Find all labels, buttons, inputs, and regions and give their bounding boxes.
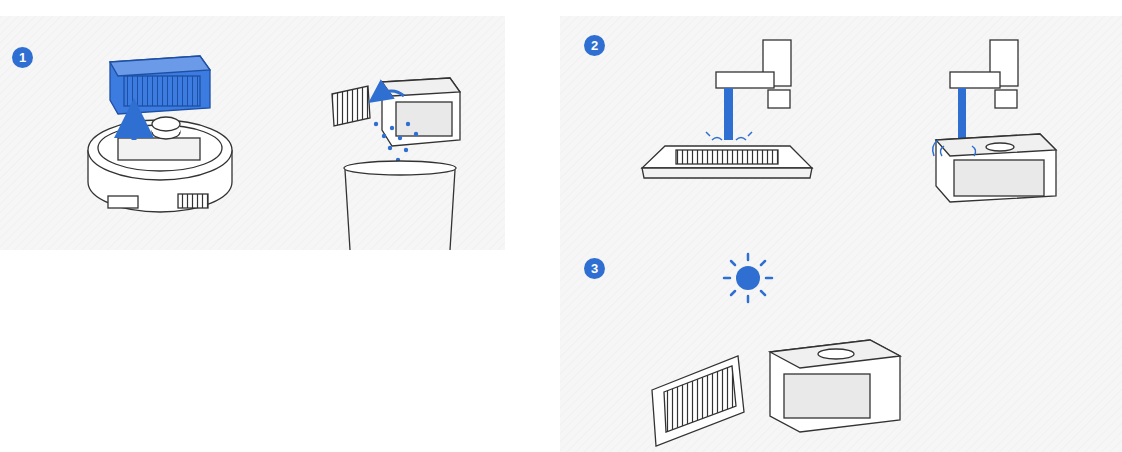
step-number: 3 [591, 262, 598, 275]
callout-number: 1 [12, 47, 33, 68]
callout-number: 3 [584, 258, 605, 279]
step-number: 2 [591, 39, 598, 52]
step-number: 1 [19, 51, 26, 64]
callout-number: 2 [584, 35, 605, 56]
